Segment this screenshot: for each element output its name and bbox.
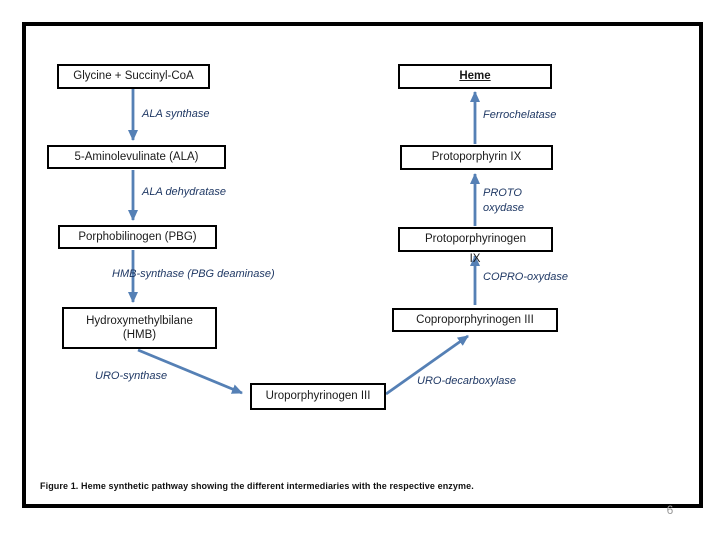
node-label: Porphobilinogen (PBG) — [78, 230, 197, 243]
node-label: Protoporphyrinogen — [424, 233, 526, 246]
page-number: 6 — [666, 503, 674, 517]
node-protoporphyrin: Protoporphyrin IX — [400, 145, 553, 170]
arrow-uro-to-copro — [385, 334, 469, 396]
enzyme-label-copro-oxydase: COPRO-oxydase — [483, 271, 568, 283]
enzyme-label-uro-synthase: URO-synthase — [95, 370, 168, 382]
node-uroporphyrinogen: Uroporphyrinogen III — [250, 383, 386, 410]
node-label-line1: Hydroxymethylbilane — [86, 314, 193, 327]
enzyme-label-hmb-synthase: HMB-synthase (PBG deaminase) — [112, 268, 275, 280]
node-label: Glycine + Succinyl-CoA — [73, 70, 194, 83]
node-label: Coproporphyrinogen III — [416, 313, 534, 326]
figure-frame: Glycine + Succinyl-CoA 5-Aminolevulinate… — [22, 22, 703, 508]
node-label: Uroporphyrinogen III — [265, 390, 371, 403]
enzyme-label-proto-oxydase: PROTO oxydase — [483, 187, 524, 214]
node-aminolevulinate: 5-Aminolevulinate (ALA) — [47, 145, 226, 169]
node-label: 5-Aminolevulinate (ALA) — [74, 150, 199, 163]
arrow-hmb-to-uro — [137, 348, 243, 395]
enzyme-label-ala-dehydratase: ALA dehydratase — [142, 186, 226, 198]
node-label: Protoporphyrin IX — [431, 151, 522, 164]
node-label-line2: (HMB) — [122, 329, 157, 341]
node-coproporphyrinogen: Coproporphyrinogen III — [392, 308, 558, 332]
node-glycine-succinyl-coa: Glycine + Succinyl-CoA — [57, 64, 210, 89]
enzyme-label-uro-decarboxylase: URO-decarboxylase — [417, 375, 517, 387]
node-protoporphyrinogen: Protoporphyrinogen — [398, 227, 553, 252]
node-protoporphyrinogen-ix-overflow: IX — [469, 253, 481, 265]
node-heme: Heme — [398, 64, 552, 89]
node-porphobilinogen: Porphobilinogen (PBG) — [58, 225, 217, 249]
enzyme-label-ferrochelatase: Ferrochelatase — [483, 109, 557, 121]
node-label: Heme — [459, 70, 491, 83]
pathway-arrows — [128, 89, 480, 396]
figure-caption: Figure 1. Heme synthetic pathway showing… — [40, 481, 474, 491]
node-hydroxymethylbilane: Hydroxymethylbilane (HMB) — [62, 307, 217, 349]
enzyme-label-ala-synthase: ALA synthase — [142, 108, 210, 120]
